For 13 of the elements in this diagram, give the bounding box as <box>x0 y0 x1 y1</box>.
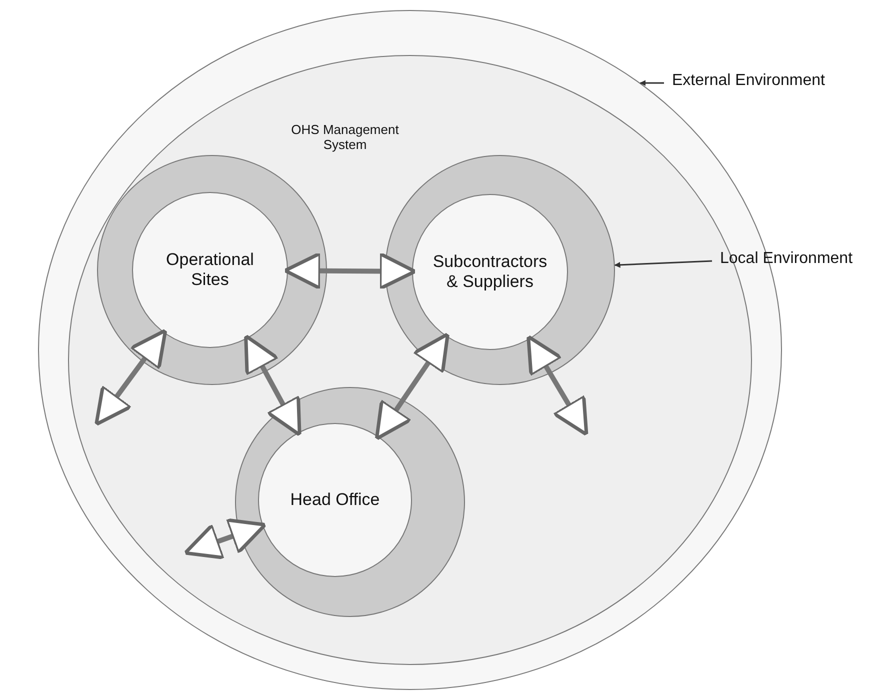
double-arrow <box>283 252 417 290</box>
double-arrow <box>94 328 168 426</box>
callout-label: External Environment <box>672 72 825 89</box>
leader-arrow <box>614 260 712 268</box>
node-label: Operational Sites <box>165 250 255 290</box>
double-arrow <box>184 518 267 560</box>
node-label: Subcontractors & Suppliers <box>432 252 548 292</box>
double-arrow <box>374 332 450 440</box>
double-arrow <box>244 334 302 437</box>
system-label: OHS Management System <box>290 122 400 152</box>
double-arrow <box>526 334 588 436</box>
leader-arrow <box>640 80 664 86</box>
node-label: Head Office <box>289 490 381 510</box>
